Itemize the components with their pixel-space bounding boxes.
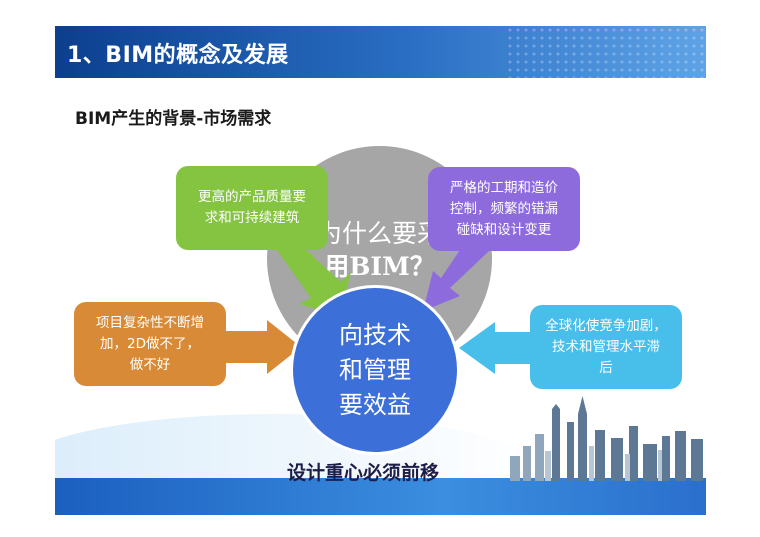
question-line-2: 用BIM？	[324, 252, 435, 281]
title-bar: 1、BIM的概念及发展	[55, 26, 706, 78]
quality-requirement-box: 更高的产品质量要 求和可持续建筑	[176, 166, 328, 250]
complexity-box: 项目复杂性不断增 加，2D做不了， 做不好	[74, 302, 226, 386]
cyan-arrow	[459, 322, 530, 374]
purple-arrow	[423, 250, 490, 311]
green-line-2: 求和可持续建筑	[204, 210, 300, 226]
section-subtitle: BIM产生的背景-市场需求	[75, 109, 272, 129]
globalization-box: 全球化使竞争加剧， 技术和管理水平滞 后	[530, 305, 682, 389]
question-text: 为什么要采 用BIM？	[267, 217, 492, 283]
purple-line-1: 严格的工期和造价	[450, 179, 558, 196]
title-bar-pattern	[506, 26, 706, 78]
schedule-cost-box: 严格的工期和造价 控制，频繁的错漏 碰缺和设计变更	[428, 167, 580, 251]
orange-line-1: 项目复杂性不断增	[96, 314, 204, 331]
city-skyline-image	[510, 396, 703, 481]
core-circle	[293, 288, 457, 452]
core-text: 向技术 和管理 要效益	[293, 318, 457, 423]
slide: 1、BIM的概念及发展 BIM产生的背景-市场需求	[55, 26, 706, 515]
purple-line-3: 碰缺和设计变更	[456, 221, 552, 238]
orange-arrow	[226, 320, 301, 374]
bottom-caption: 设计重心必须前移	[287, 462, 440, 484]
cyan-line-1: 全球化使竞争加剧，	[545, 317, 667, 334]
purple-line-2: 控制，频繁的错漏	[450, 200, 558, 217]
core-line-2: 和管理	[339, 356, 411, 384]
question-line-1: 为什么要采	[316, 219, 442, 248]
cyan-line-2: 技术和管理水平滞	[552, 338, 660, 355]
core-line-3: 要效益	[339, 391, 411, 419]
green-line-1: 更高的产品质量要	[198, 189, 306, 205]
orange-line-2: 加，2D做不了，	[100, 335, 200, 352]
cyan-line-3: 后	[599, 359, 613, 376]
orange-line-3: 做不好	[129, 356, 171, 373]
core-line-1: 向技术	[339, 321, 411, 349]
slide-title: 1、BIM的概念及发展	[67, 43, 289, 68]
bottom-band	[55, 478, 706, 515]
